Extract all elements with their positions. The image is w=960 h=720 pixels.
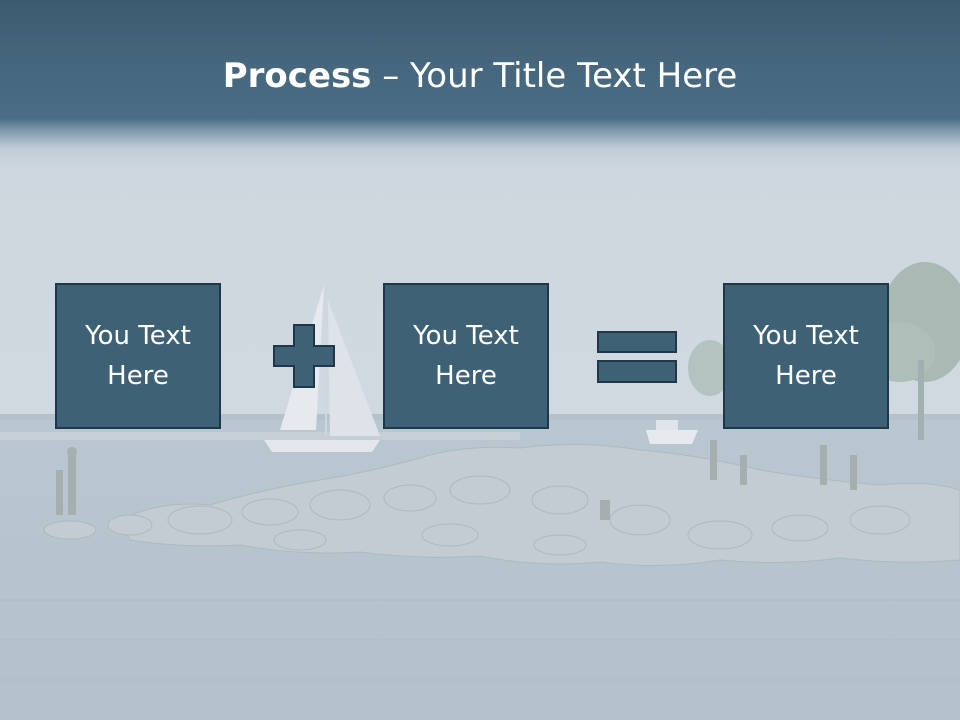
title-bold: Process [222, 56, 372, 96]
plus-icon [273, 324, 335, 388]
process-box-2[interactable]: You Text Here [383, 283, 549, 429]
title-band [0, 0, 960, 170]
slide-title: Process – Your Title Text Here [0, 50, 960, 102]
rocks [43, 443, 960, 567]
title-rest: – Your Title Text Here [371, 56, 738, 96]
process-box-2-text: You Text Here [413, 321, 519, 391]
process-box-1-text: You Text Here [85, 321, 191, 391]
process-box-3[interactable]: You Text Here [723, 283, 889, 429]
process-box-3-text: You Text Here [753, 321, 859, 391]
equals-icon [597, 331, 677, 383]
process-box-1[interactable]: You Text Here [55, 283, 221, 429]
